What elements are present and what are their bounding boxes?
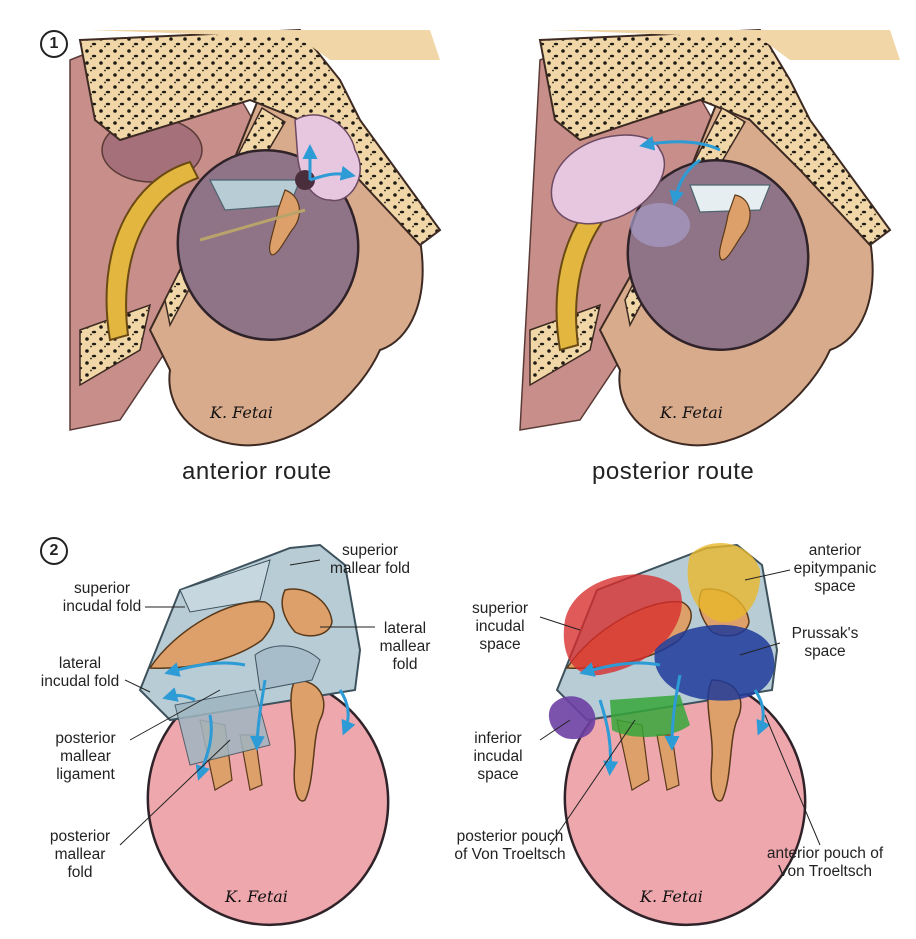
chorda-line bbox=[199, 208, 306, 242]
anterior-epitympanic-space bbox=[687, 543, 761, 623]
label-lateral-incudal-fold: lateral incudal fold bbox=[40, 655, 120, 690]
caption-posterior-route: posterior route bbox=[592, 458, 755, 485]
signature: K. Fetai bbox=[209, 403, 273, 422]
malleus-handle bbox=[707, 679, 742, 802]
posterior-fold bbox=[174, 689, 271, 766]
lateral-fold bbox=[254, 645, 321, 691]
air-arrow-2 bbox=[162, 687, 196, 702]
route-arrow-back bbox=[639, 135, 721, 152]
superior-incudal-fold-shape bbox=[179, 559, 271, 613]
caption-anterior-route: anterior route bbox=[182, 458, 332, 485]
signature: K. Fetai bbox=[659, 403, 723, 422]
temporal-bone-tan bbox=[550, 30, 900, 60]
air-arrow-5 bbox=[338, 689, 356, 736]
air-arrow-3 bbox=[195, 714, 213, 781]
label-inferior-incudal-space: inferior incudal space bbox=[473, 730, 523, 783]
malleus-handle bbox=[290, 679, 325, 802]
panel-number-2: 2 bbox=[40, 537, 68, 565]
air-arrow-4 bbox=[249, 679, 267, 751]
malleus bbox=[268, 189, 301, 256]
posterior-pouch bbox=[610, 695, 690, 737]
mucosal-fold bbox=[689, 184, 771, 213]
label-posterior-mallear-fold: posterior mallear fold bbox=[49, 828, 111, 881]
prussaks-space bbox=[654, 624, 775, 701]
cholesteatoma bbox=[550, 134, 666, 225]
anterior-route-illustration: K. Fetai bbox=[69, 28, 442, 447]
label-posterior-mallear-ligament: posterior mallear ligament bbox=[55, 730, 116, 783]
posterior-route-illustration: K. Fetai bbox=[519, 28, 900, 447]
label-lateral-mallear-fold: lateral mallear fold bbox=[379, 620, 431, 673]
temporal-bone-tan bbox=[90, 30, 440, 60]
signature: K. Fetai bbox=[639, 887, 703, 906]
label-prussaks-space: Prussak's space bbox=[791, 625, 859, 660]
spaces-illustration: K. Fetai bbox=[539, 543, 821, 927]
temporal-bone-top bbox=[78, 28, 442, 247]
label-superior-incudal-space: superior incudal space bbox=[472, 600, 528, 653]
air-arrow-1 bbox=[579, 661, 661, 677]
folds-illustration: K. Fetai bbox=[119, 543, 390, 927]
temporal-bone-top bbox=[538, 28, 892, 247]
label-superior-incudal-fold: superior incudal fold bbox=[62, 580, 142, 615]
posterior-mass bbox=[630, 203, 690, 247]
malleus bbox=[718, 194, 751, 261]
signature: K. Fetai bbox=[224, 887, 288, 906]
panel-number-1: 1 bbox=[40, 30, 68, 58]
label-posterior-pouch: posterior pouch of Von Troeltsch bbox=[454, 828, 566, 863]
canal-tube bbox=[105, 160, 200, 342]
air-arrow-4 bbox=[753, 689, 771, 736]
inferior-incudal-space bbox=[548, 696, 596, 740]
label-superior-mallear-fold: superior mallear fold bbox=[329, 542, 411, 577]
route-arrow-down bbox=[669, 158, 701, 206]
malleus-head bbox=[281, 588, 333, 637]
superior-incudal-space bbox=[563, 574, 682, 676]
air-arrow-2 bbox=[598, 699, 619, 776]
route-arrow-right bbox=[309, 165, 356, 182]
label-anterior-pouch: anterior pouch of Von Troeltsch bbox=[766, 845, 884, 880]
label-anterior-epitympanic-space: anterior epitympanic space bbox=[793, 542, 877, 595]
air-arrow-1 bbox=[164, 661, 246, 677]
air-arrow-3 bbox=[664, 674, 682, 751]
